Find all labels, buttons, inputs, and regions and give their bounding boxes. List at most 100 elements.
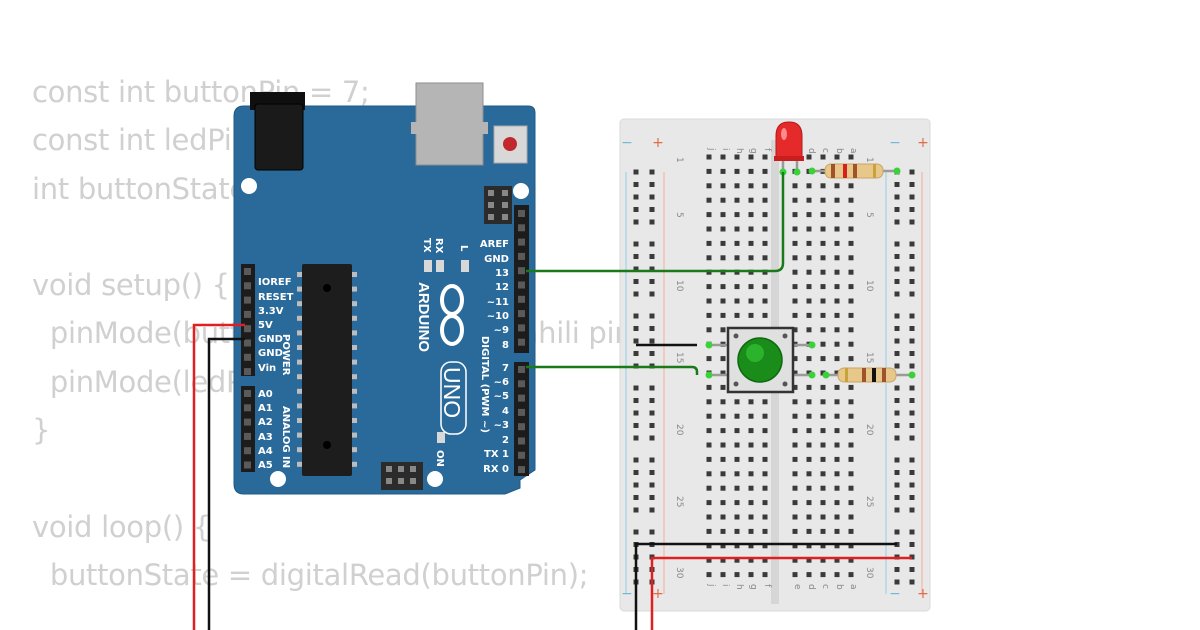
rail-plus-label: + — [652, 586, 664, 602]
chip-leg — [297, 432, 302, 438]
breadboard-hole — [748, 255, 754, 261]
power-label: POWER — [280, 334, 291, 376]
header-pin — [518, 338, 525, 346]
pin-label-6: ~6 — [494, 377, 509, 388]
breadboard-hole — [848, 269, 854, 275]
resistor-led[interactable] — [808, 163, 901, 179]
breadboard-hole — [706, 154, 712, 160]
breadboard-hole — [820, 226, 826, 232]
rail-minus-label: − — [889, 135, 901, 151]
chip-leg — [297, 330, 302, 336]
wire-pin13-led[interactable] — [526, 172, 785, 273]
breadboard-hole — [720, 456, 726, 462]
wire-pin7-button[interactable] — [526, 365, 699, 375]
chip-leg — [297, 272, 302, 277]
rail-hole — [633, 351, 639, 356]
breadboard-hole — [820, 240, 826, 246]
breadboard-hole — [734, 240, 740, 246]
header-pin — [518, 310, 525, 318]
breadboard-hole — [748, 226, 754, 232]
rail-hole — [649, 219, 655, 225]
reset-button-cap[interactable] — [503, 137, 517, 151]
wires — [192, 172, 912, 630]
breadboard-hole — [720, 312, 726, 318]
rail-minus-label: − — [621, 586, 633, 602]
l-led — [461, 260, 469, 272]
wire-ground-rail[interactable] — [634, 542, 897, 630]
breadboard-hole — [792, 399, 798, 405]
rail-hole — [909, 385, 915, 391]
column-letter: f — [762, 584, 772, 588]
header-pin — [244, 461, 251, 469]
breadboard-hole — [720, 500, 726, 506]
breadboard-hole — [834, 485, 840, 491]
breadboard-hole — [806, 456, 812, 462]
wire-power-rail[interactable] — [650, 556, 912, 630]
breadboard-hole — [806, 212, 812, 218]
header-pin — [244, 296, 251, 304]
breadboard-hole — [820, 528, 826, 534]
rail-hole — [649, 254, 655, 259]
wire-gnd[interactable] — [207, 337, 245, 630]
breadboard-hole — [834, 212, 840, 218]
breadboard-hole — [834, 413, 840, 419]
breadboard-hole — [834, 356, 840, 362]
atmega-chip — [302, 264, 352, 476]
rail-hole — [633, 482, 639, 488]
rail-hole — [909, 326, 915, 331]
breadboard-hole — [820, 341, 826, 347]
breadboard-hole — [706, 514, 712, 520]
breadboard-hole — [792, 572, 798, 578]
push-button[interactable] — [705, 326, 816, 394]
header-pin — [518, 366, 525, 373]
red-led[interactable] — [774, 121, 804, 176]
breadboard-hole — [792, 528, 798, 534]
column-letter: f — [762, 148, 772, 152]
chip-leg — [352, 432, 357, 438]
breadboard-hole — [806, 500, 812, 506]
breadboard-hole — [820, 183, 826, 189]
breadboard-hole — [848, 212, 854, 218]
mounting-hole — [241, 178, 257, 194]
rail-hole — [909, 169, 915, 175]
rail-hole — [909, 194, 915, 200]
wire-5v[interactable] — [192, 323, 245, 630]
breadboard-hole — [734, 197, 740, 203]
breadboard-hole — [748, 183, 754, 189]
rail-hole — [909, 363, 915, 369]
breadboard-hole — [706, 168, 712, 174]
chip-leg — [352, 330, 357, 336]
rail-hole — [633, 219, 639, 225]
pin-label-5v: 5V — [258, 320, 273, 331]
resistor-button[interactable] — [822, 367, 916, 383]
breadboard-hole — [848, 356, 854, 362]
rail-hole — [909, 266, 915, 272]
breadboard-hole — [848, 226, 854, 232]
breadboard-hole — [720, 212, 726, 218]
breadboard-hole — [762, 557, 768, 563]
breadboard-hole — [792, 255, 798, 261]
rail-hole — [649, 410, 655, 416]
rail-hole — [909, 423, 915, 428]
breadboard-hole — [762, 183, 768, 189]
rail-hole — [909, 338, 915, 344]
breadboard-hole — [748, 428, 754, 434]
rail-hole — [894, 385, 900, 391]
breadboard-hole — [792, 428, 798, 434]
breadboard-hole — [820, 399, 826, 405]
breadboard-hole — [762, 471, 768, 477]
breadboard-hole — [806, 557, 812, 563]
breadboard-hole — [720, 240, 726, 246]
rail-hole — [649, 507, 655, 513]
pin-label-10: ~10 — [487, 311, 509, 322]
rail-hole — [909, 291, 915, 297]
breadboard-hole — [834, 327, 840, 333]
rail-hole — [894, 351, 900, 356]
header-pin — [244, 418, 251, 426]
breadboard-hole — [848, 572, 854, 578]
arduino-uno-board[interactable]: TX RX L ON ARDUINO UNO DIGITAL (PWM ~) P… — [233, 82, 536, 495]
rail-hole — [909, 495, 915, 500]
rail-hole — [894, 567, 900, 572]
breadboard-hole — [762, 399, 768, 405]
rail-hole — [909, 435, 915, 441]
